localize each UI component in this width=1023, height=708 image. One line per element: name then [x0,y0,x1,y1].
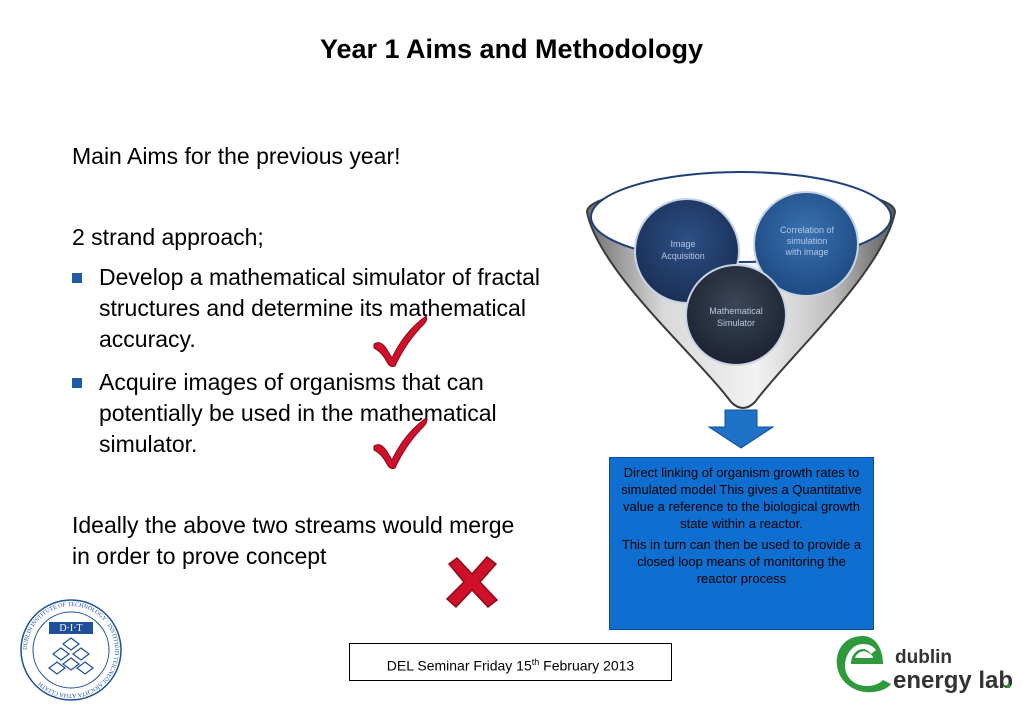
bullet-text: Acquire images of organisms that can pot… [99,369,497,457]
circle-label: Acquisition [661,251,705,261]
dit-logo-label: D·I·T [59,623,82,634]
result-box: Direct linking of organism growth rates … [609,457,874,630]
bullet-square-icon [72,378,82,388]
bullet-square-icon [72,273,82,283]
conclusion-text: Ideally the above two streams would merg… [72,512,515,569]
result-text: Direct linking of organism growth rates … [621,465,862,531]
circle-label: Mathematical [709,306,763,316]
logo-dot: . [1005,667,1012,694]
funnel-diagram: Image Acquisition Correlation of simulat… [585,171,897,449]
cross-mark-icon [445,555,499,609]
footer-text: February 2013 [539,657,635,674]
result-text: This in turn can then be used to provide… [621,537,862,586]
footer-seminar: DEL Seminar Friday 15th February 2013 [349,643,672,681]
circle-label: Simulator [717,318,755,328]
footer-text: DEL Seminar Friday 15 [386,657,532,674]
check-mark-icon [373,417,428,469]
down-arrow-icon [707,409,775,449]
correlation-circle [753,191,859,297]
check-mark-icon [373,315,428,367]
dit-logo: DUBLIN INSTITUTE OF TECHNOLOGY · INSTITI… [20,599,122,701]
circle-label: Image [670,239,695,249]
logo-line-2: energy lab [893,667,1013,694]
circle-label: Correlation of [780,225,835,235]
approach-heading: 2 strand approach; [72,224,264,250]
circle-label: simulation [787,236,828,246]
logo-line-1: dublin [895,647,952,668]
footer-sup: th [531,657,540,667]
slide-title: Year 1 Aims and Methodology [319,34,704,64]
circle-label: with image [784,247,828,257]
bullet-text: Develop a mathematical simulator of frac… [99,264,541,352]
dublin-energy-lab-logo: dublin energy lab . [836,636,1013,694]
aims-heading: Main Aims for the previous year! [72,143,401,169]
mathematical-simulator-circle [685,264,787,366]
